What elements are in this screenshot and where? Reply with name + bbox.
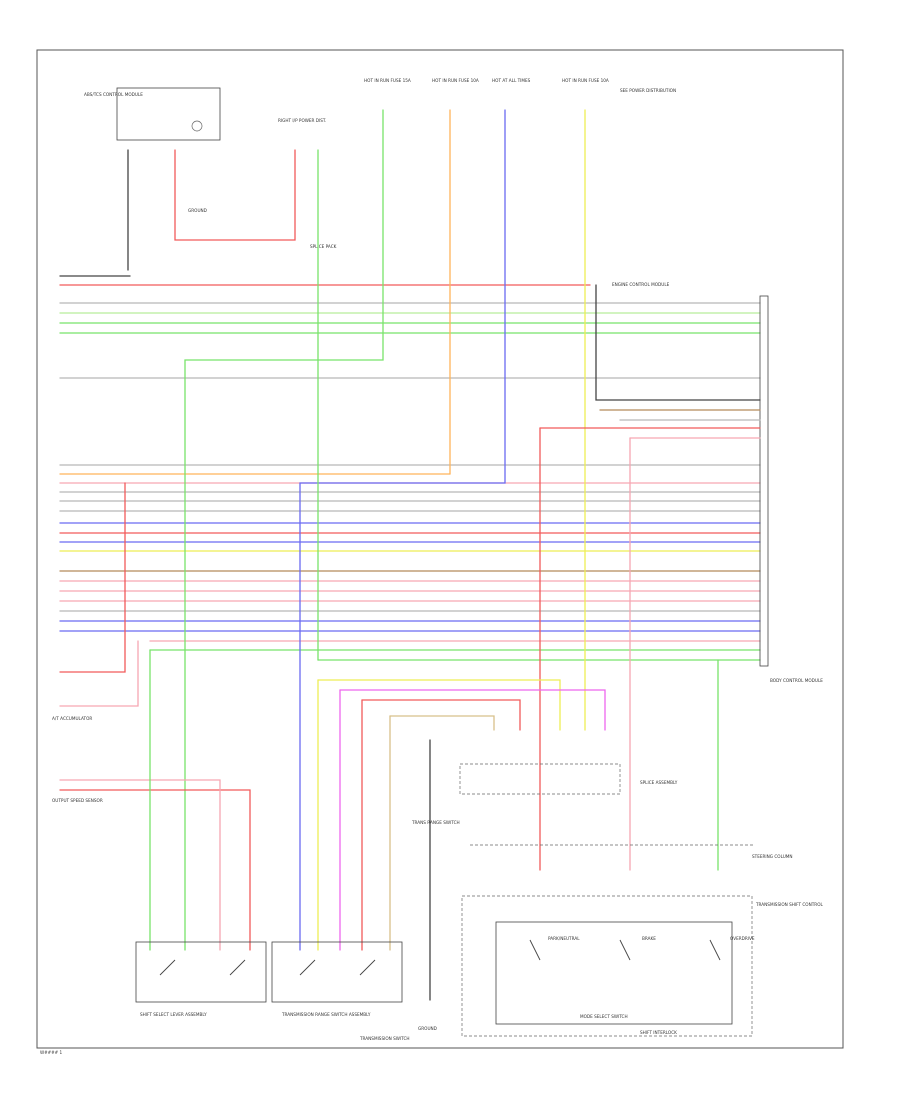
right-module-label: BODY CONTROL MODULE [770, 678, 823, 683]
top-left-module-label: ABS/TCS CONTROL MODULE [84, 92, 143, 97]
bottom-box-2-label: TRANSMISSION RANGE SWITCH ASSEMBLY [281, 1012, 371, 1017]
top-left-module-box [116, 87, 221, 141]
splice-bottom-label: SPLICE ASSEMBLY [640, 780, 678, 785]
bottom-box-1-sub-label: SHIFT SELECT LEVER ASSEMBLY [140, 1012, 207, 1017]
splice-assembly-box [459, 763, 621, 795]
switch-1-label: PARK/NEUTRAL [548, 936, 580, 941]
bottom-box-1-label: MODE SELECT SWITCH [580, 1014, 628, 1019]
power-dist-label: RIGHT I/P POWER DIST. [278, 118, 326, 123]
switch-2-label: BRAKE [642, 936, 656, 941]
bottom-box-4-label: SHIFT INTERLOCK [640, 1030, 677, 1035]
indicator-lamp-icon [191, 120, 203, 132]
shift-switch-contacts [529, 939, 721, 961]
left-module-2-label: OUTPUT SPEED SENSOR [52, 798, 103, 803]
lower-harness [59, 570, 761, 661]
page-ref: W#### 1 [40, 1050, 63, 1055]
mode-select-switch-box [495, 921, 733, 1025]
switch-3-label: OVERDRIVE [730, 936, 755, 941]
bottom-switch-contacts [159, 959, 376, 976]
range-switch-box [271, 941, 403, 1003]
trans-switch-wires [317, 679, 606, 1001]
splice-pack-label: SPLICE PACK [310, 244, 337, 249]
middle-harness [59, 464, 761, 552]
left-module-wires [59, 482, 251, 951]
ground-bottom-label: GROUND [418, 1026, 437, 1031]
right-splice-wires [539, 409, 761, 871]
fuse-4-label: HOT IN RUN FUSE 10A [562, 78, 609, 83]
fuse-1-label: HOT IN RUN FUSE 15A [364, 78, 411, 83]
trans-switch-label: TRANS RANGE SWITCH [411, 820, 460, 825]
right-module-connector [759, 295, 769, 667]
connector-top-right-label: SEE POWER DISTRIBUTION [620, 88, 676, 93]
fuse-2-label: HOT IN RUN FUSE 10A [432, 78, 479, 83]
ground-top-label: GROUND [188, 208, 207, 213]
mode-switch-box [135, 941, 267, 1003]
engine-module-label: ENGINE CONTROL MODULE [612, 282, 670, 287]
diagram-frame [36, 49, 844, 1049]
shift-control-box [461, 895, 753, 1037]
right-lower-module-label: STEERING COLUMN [752, 854, 793, 859]
upper-harness [59, 302, 761, 379]
right-lower-box-label: TRANSMISSION SHIFT CONTROL [755, 902, 823, 907]
vertical-feeds [127, 109, 761, 951]
left-module-1-label: A/T ACCUMULATOR [52, 716, 92, 721]
fuse-3-label: HOT AT ALL TIMES [492, 78, 531, 83]
bottom-box-3-label: TRANSMISSION SWITCH [359, 1036, 410, 1041]
